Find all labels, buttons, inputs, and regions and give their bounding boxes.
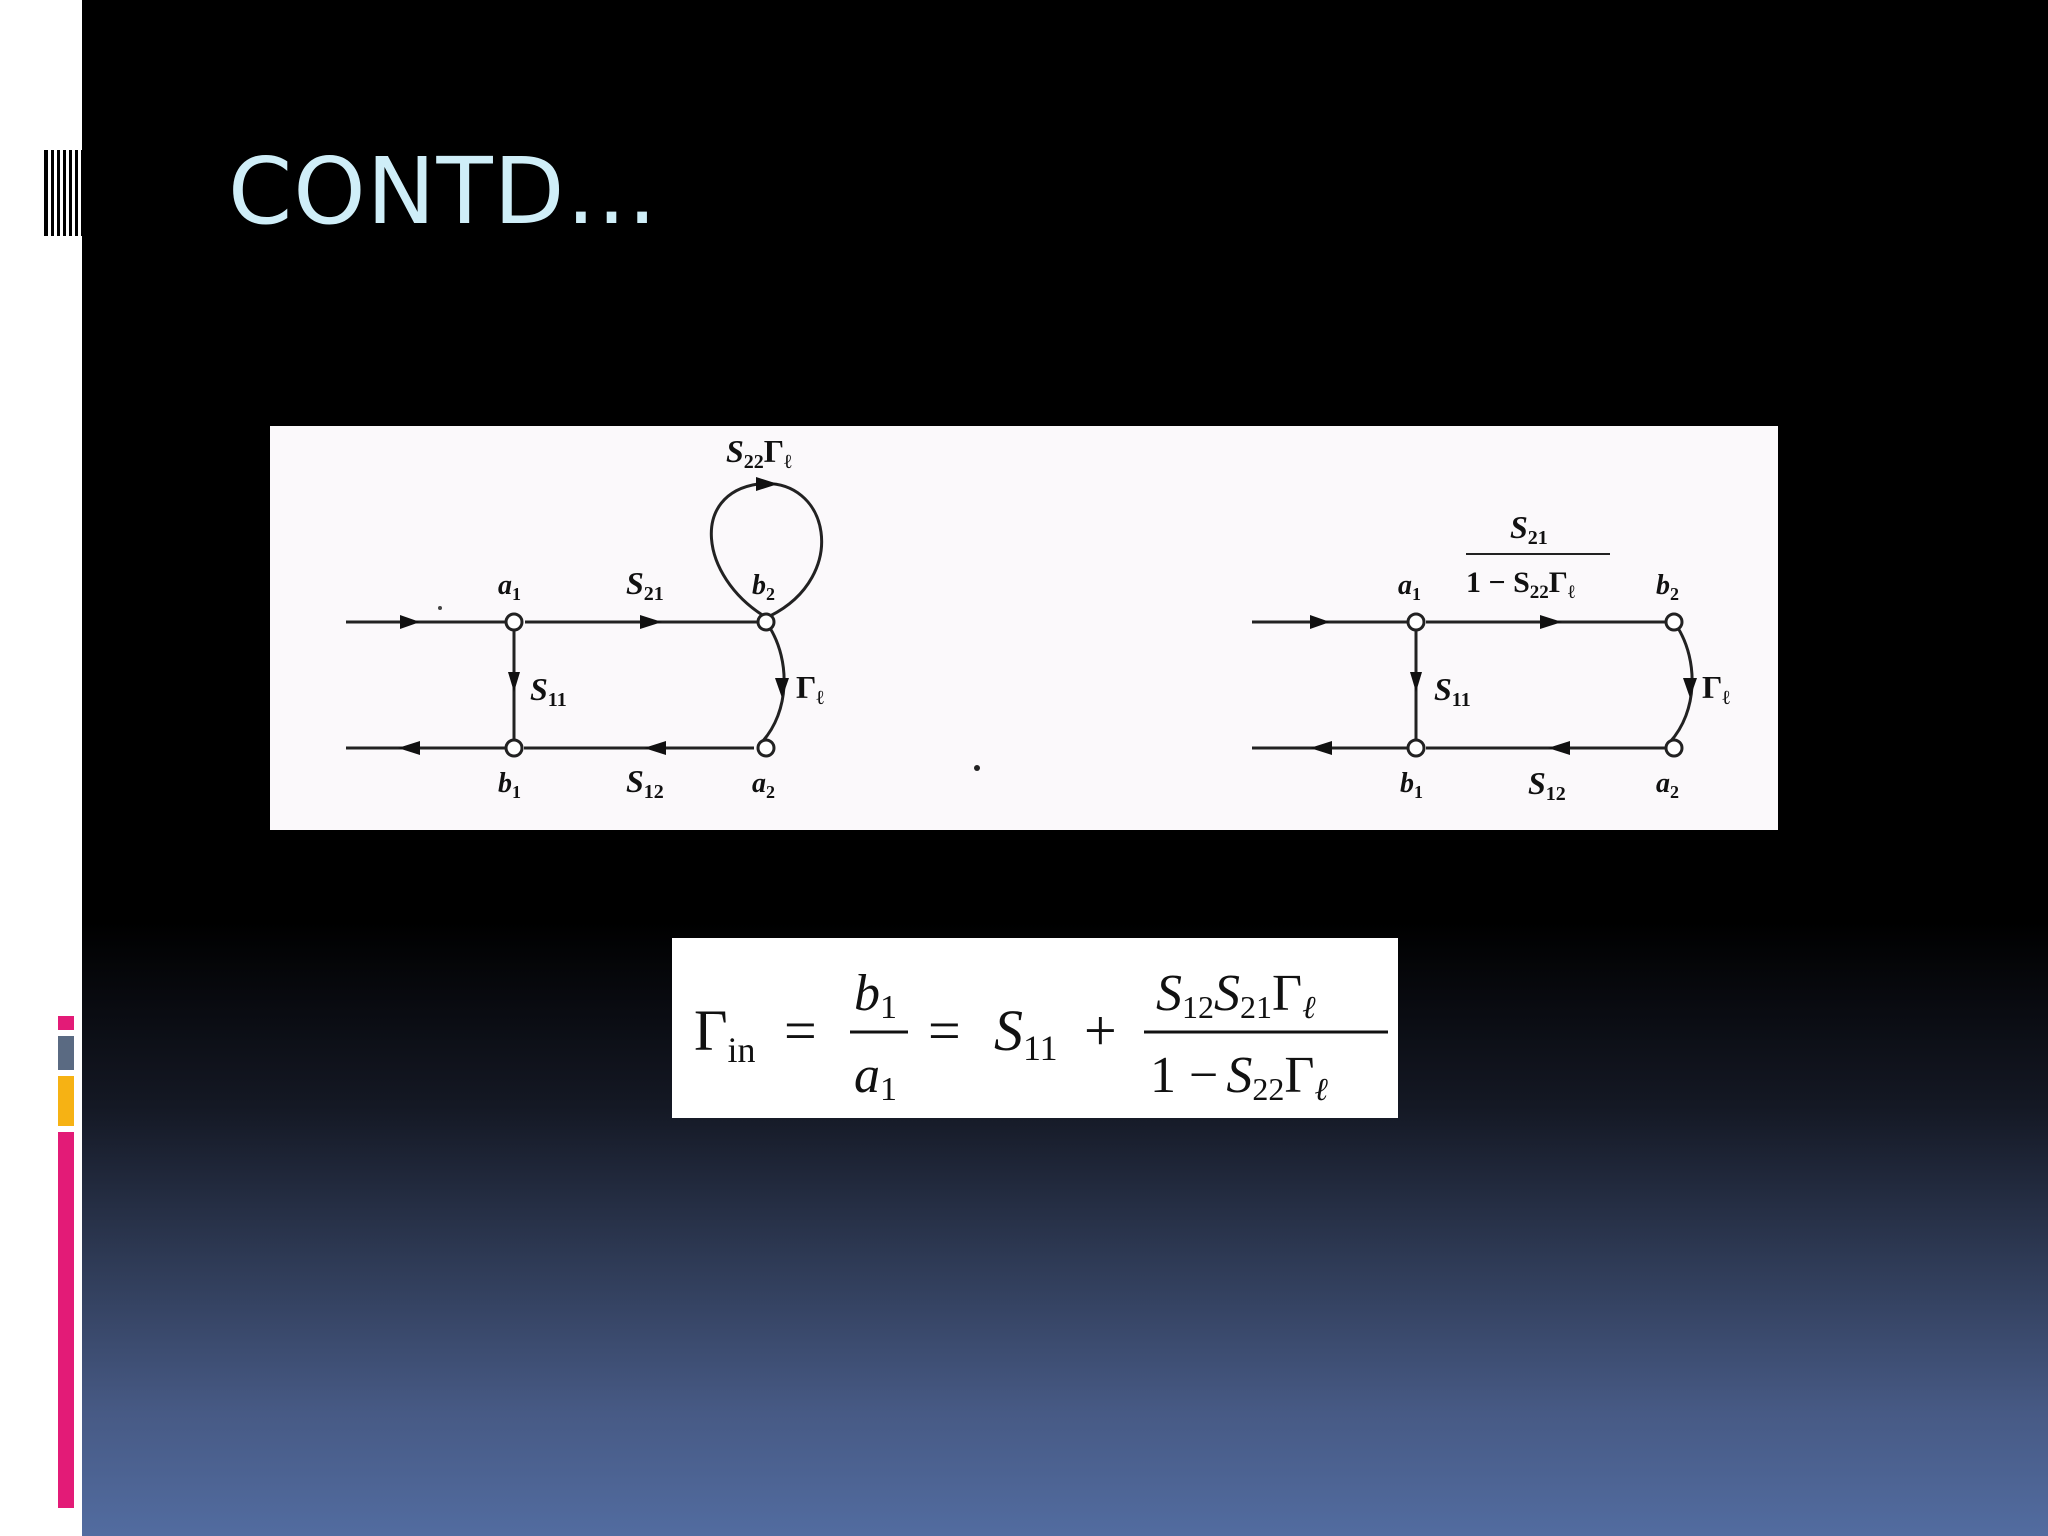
left-signal-flow-graph bbox=[346, 477, 824, 758]
right-label-s12: S12 bbox=[1528, 765, 1566, 805]
signal-flow-graphs: a1 b1 b2 a2 S21 S11 S12 S22Γℓ Γℓ bbox=[346, 433, 1730, 805]
accent-bar-gold bbox=[58, 1076, 74, 1126]
slide-title: CONTD… bbox=[228, 138, 659, 245]
right-label-gamma-l: Γℓ bbox=[1702, 669, 1730, 709]
right-node-a2 bbox=[1664, 738, 1684, 758]
eq-lhs: Γin bbox=[694, 998, 756, 1070]
left-label-b1: b1 bbox=[498, 768, 521, 802]
eq-equals-1: = bbox=[784, 998, 817, 1063]
eq-s11: S11 bbox=[994, 998, 1058, 1068]
eq-frac2-num: S12S21Γℓ bbox=[1156, 965, 1316, 1025]
left-label-s11: S11 bbox=[530, 671, 567, 711]
right-signal-flow-graph bbox=[1252, 612, 1697, 758]
left-node-a2 bbox=[756, 738, 776, 758]
left-input-arrow-icon bbox=[400, 615, 420, 629]
right-label-s11: S11 bbox=[1434, 671, 1471, 711]
left-self-loop-arrow-icon bbox=[756, 477, 778, 491]
right-label-b2: b2 bbox=[1656, 570, 1679, 604]
right-label-b1: b1 bbox=[1400, 768, 1423, 802]
eq-frac1-num: b1 bbox=[854, 965, 897, 1026]
scan-dot bbox=[974, 765, 980, 771]
right-label-a2: a2 bbox=[1656, 768, 1679, 802]
right-reverse-arrow-icon bbox=[1548, 741, 1570, 755]
right-label-a1: a1 bbox=[1398, 570, 1421, 604]
right-node-b1 bbox=[1406, 738, 1426, 758]
left-node-b2 bbox=[756, 612, 776, 632]
right-label-den: 1 − S22Γℓ bbox=[1466, 566, 1575, 603]
eq-equals-2: = bbox=[928, 998, 961, 1063]
left-label-s21: S21 bbox=[626, 565, 664, 605]
signal-flow-graph-panel: a1 b1 b2 a2 S21 S11 S12 S22Γℓ Γℓ bbox=[270, 426, 1778, 830]
right-node-b2 bbox=[1664, 612, 1684, 632]
right-load-arrow-icon bbox=[1683, 678, 1697, 698]
accent-bar-magenta-top bbox=[58, 1016, 74, 1030]
accent-bar-slate bbox=[58, 1036, 74, 1070]
left-reverse-arrow-icon bbox=[644, 741, 666, 755]
eq-plus: + bbox=[1084, 998, 1117, 1063]
left-label-a1: a1 bbox=[498, 570, 521, 604]
left-label-b2: b2 bbox=[752, 570, 775, 604]
equation-graphic: Γin = b1 a1 = S11 + S12S21Γℓ 1 −S22Γℓ bbox=[694, 965, 1388, 1108]
input-reflection-equation: Γin = b1 a1 = S11 + S12S21Γℓ 1 −S22Γℓ bbox=[672, 938, 1398, 1118]
right-input-arrow-icon bbox=[1310, 615, 1330, 629]
left-node-b1 bbox=[504, 738, 524, 758]
right-label-s21-num: S21 bbox=[1510, 509, 1548, 549]
accent-bar-magenta-long bbox=[58, 1132, 74, 1508]
scan-dot bbox=[438, 606, 442, 610]
left-output-arrow-icon bbox=[398, 741, 420, 755]
right-node-a1 bbox=[1406, 612, 1426, 632]
right-forward-arrow-icon bbox=[1540, 615, 1562, 629]
left-label-s22-gamma: S22Γℓ bbox=[726, 433, 792, 473]
eq-frac2-den: 1 −S22Γℓ bbox=[1150, 1047, 1328, 1107]
left-label-gamma-l: Γℓ bbox=[796, 669, 824, 709]
left-s11-arrow-icon bbox=[508, 672, 520, 692]
left-label-a2: a2 bbox=[752, 768, 775, 802]
left-label-s12: S12 bbox=[626, 763, 664, 803]
right-output-arrow-icon bbox=[1310, 741, 1332, 755]
left-load-arrow-icon bbox=[775, 678, 789, 698]
left-node-a1 bbox=[504, 612, 524, 632]
right-s11-arrow-icon bbox=[1410, 672, 1422, 692]
eq-frac1-den: a1 bbox=[854, 1047, 897, 1108]
title-ornament-icon bbox=[44, 150, 84, 236]
left-forward-arrow-icon bbox=[640, 615, 662, 629]
